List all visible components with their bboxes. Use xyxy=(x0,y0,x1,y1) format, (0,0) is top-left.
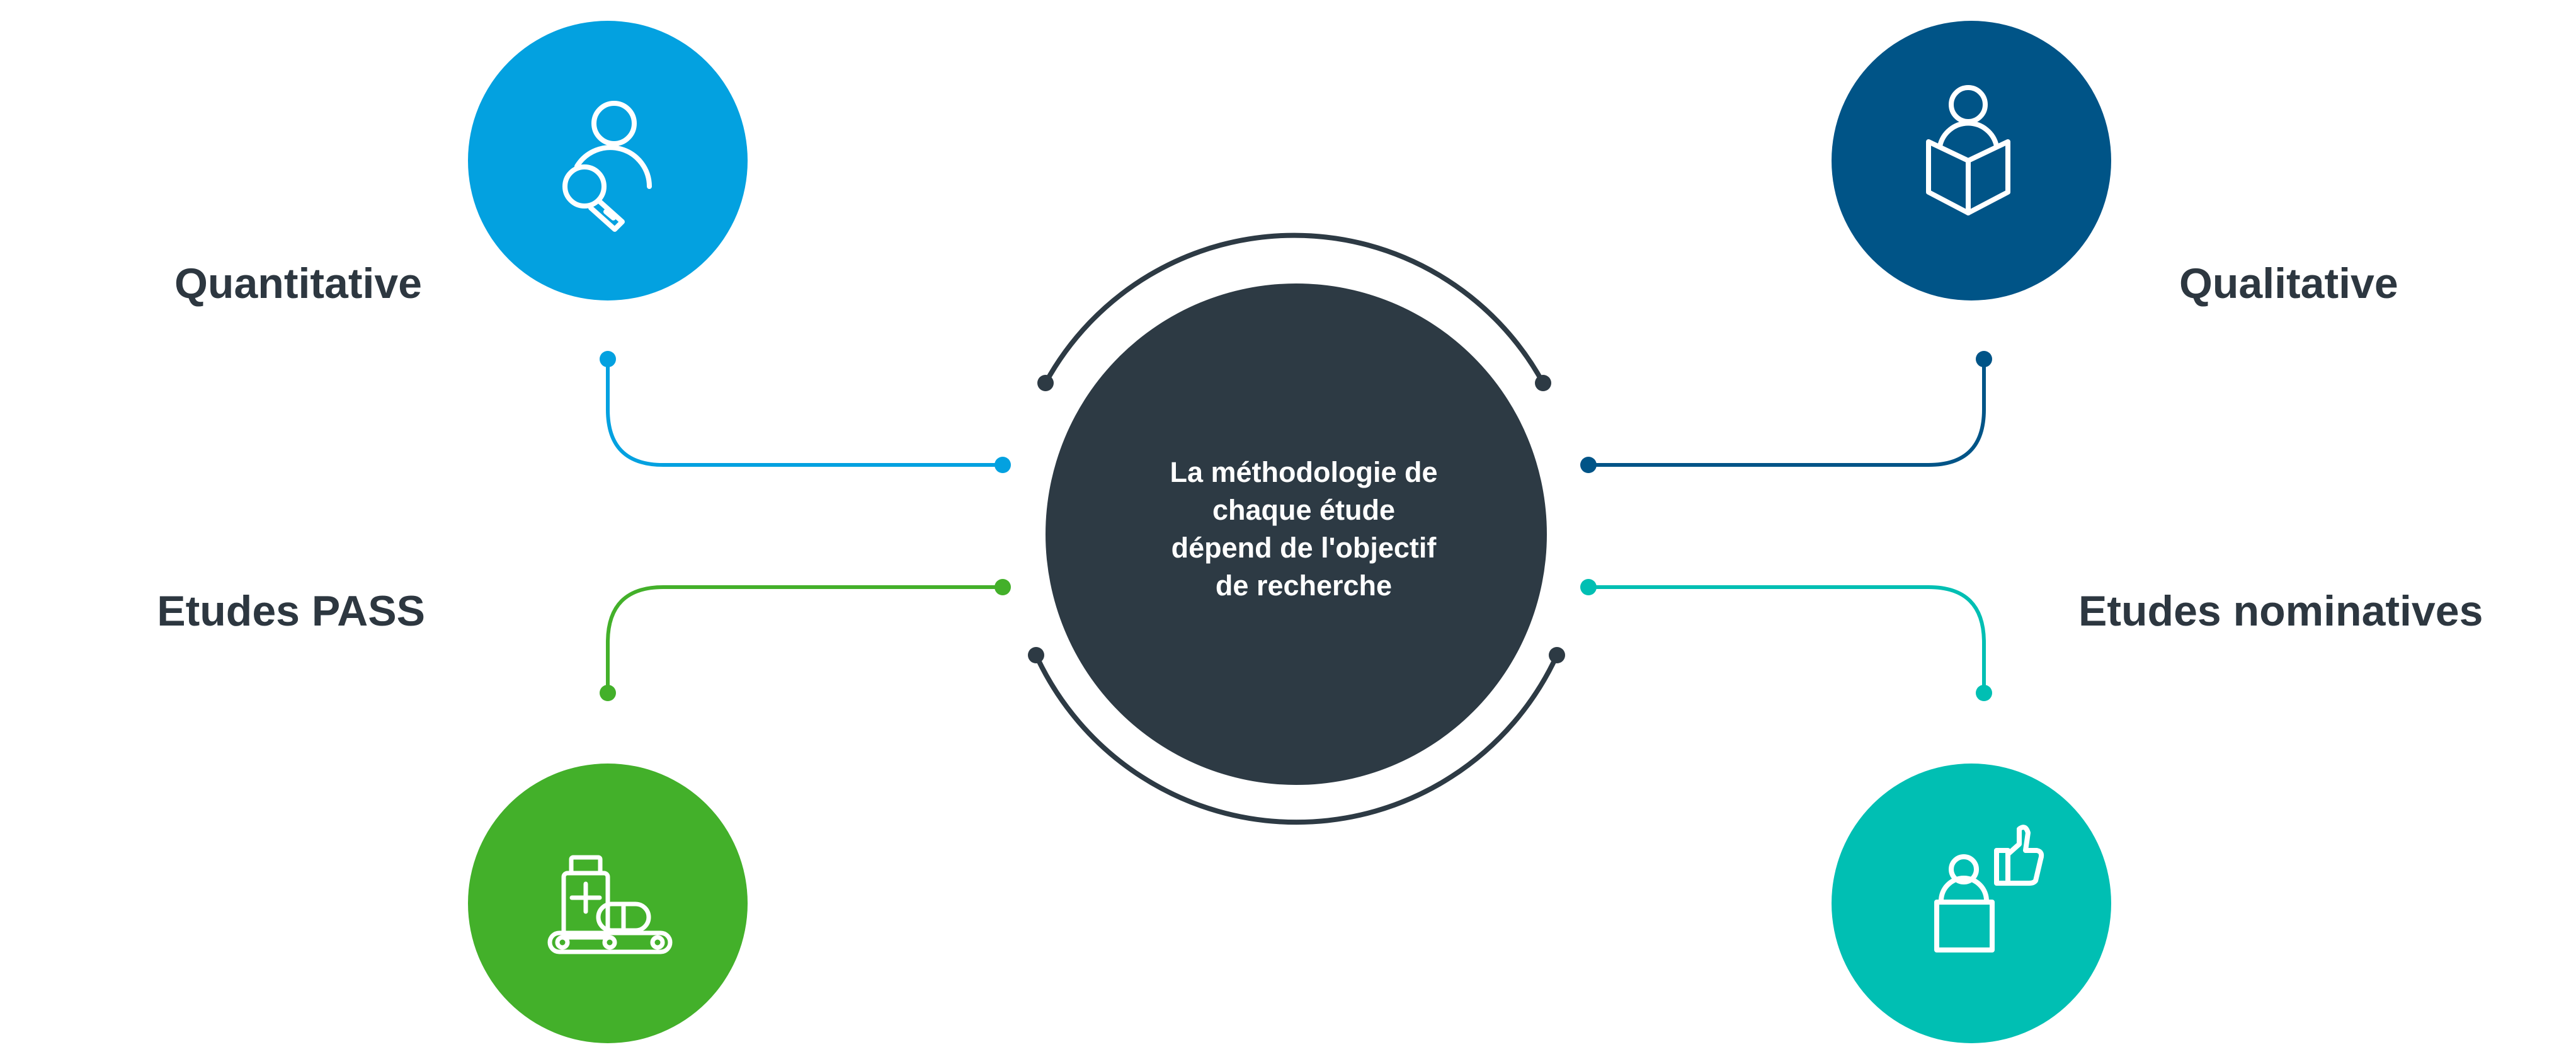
center-circle xyxy=(1046,283,1547,785)
center-text-line: dépend de l'objectif xyxy=(1171,532,1437,564)
connector-qualitative xyxy=(1580,351,1992,473)
person-reading-book-icon xyxy=(1926,85,2010,215)
medicine-conveyor-icon xyxy=(547,855,673,954)
node-nominatives xyxy=(1832,764,2111,1043)
center-top-arc-right-dot xyxy=(1535,375,1551,391)
center-bottom-arc-right-dot xyxy=(1549,647,1565,663)
label-nominatives: Etudes nominatives xyxy=(2078,587,2483,635)
center-text: La méthodologie de chaque étude dépend d… xyxy=(1115,454,1493,605)
node-quantitative xyxy=(468,21,748,300)
label-qualitative: Qualitative xyxy=(2179,260,2398,307)
connector-pass xyxy=(600,579,1011,701)
label-pass: Etudes PASS xyxy=(157,587,425,635)
label-quantitative: Quantitative xyxy=(174,260,422,307)
center-top-arc xyxy=(1043,232,1546,384)
connector-nominatives xyxy=(1580,579,1992,701)
node-pass xyxy=(468,764,748,1043)
person-thumbs-up-icon xyxy=(1934,825,2044,952)
connector-quantitative xyxy=(600,351,1011,473)
center-text-line: chaque étude xyxy=(1212,494,1396,526)
center-text-line: La méthodologie de xyxy=(1170,456,1438,488)
center-bottom-arc-left-dot xyxy=(1028,647,1044,663)
person-magnifier-icon xyxy=(562,101,652,232)
node-qualitative xyxy=(1832,21,2111,300)
center-top-arc-left-dot xyxy=(1037,375,1054,391)
center-bottom-arc xyxy=(1034,654,1559,825)
center-text-line: de recherche xyxy=(1215,569,1393,602)
center-hub xyxy=(1028,232,1565,825)
